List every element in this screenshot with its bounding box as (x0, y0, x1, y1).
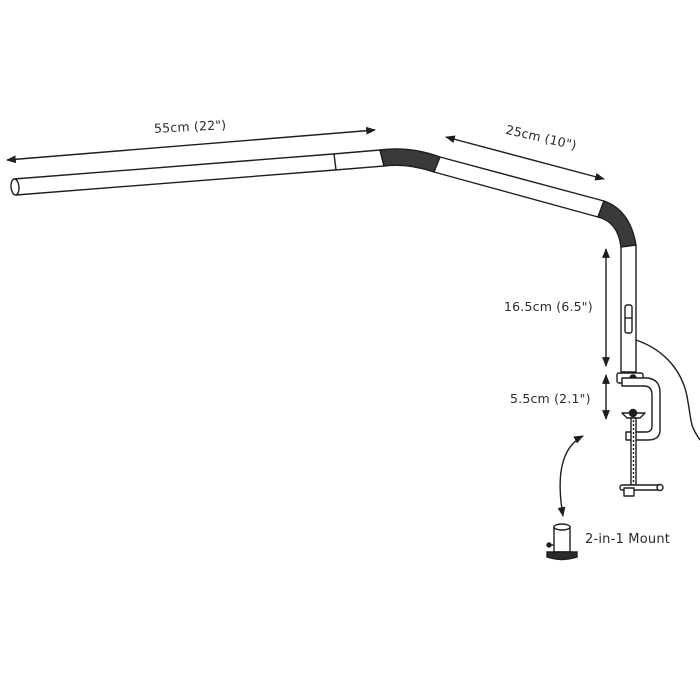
mount-screw-head (546, 542, 552, 548)
upper-pole-label: 16.5cm (6.5") (504, 299, 593, 314)
forearm-length-arrow (445, 135, 605, 181)
arm-end-cap (10, 178, 20, 196)
mount-column (553, 526, 571, 553)
diagonal-arm (433, 156, 605, 218)
forearm-length-label: 25cm (10") (504, 122, 578, 153)
power-cord (635, 339, 700, 441)
grommet-mount (546, 523, 578, 561)
lower-pole-label: 5.5cm (2.1") (510, 391, 591, 406)
arm-length-label: 55cm (22") (154, 117, 227, 136)
t-handle-base (623, 487, 635, 497)
long-arm (13, 149, 385, 196)
mount-swap-arrow (557, 435, 584, 517)
dimension-arrows (6, 126, 610, 517)
c-clamp (621, 377, 661, 441)
lower-hinge (597, 200, 637, 248)
lamp-body (10, 148, 700, 497)
t-handle-knob (656, 483, 664, 492)
arm-length-arrow (6, 126, 376, 164)
pole-switch (624, 304, 633, 334)
mount-column-top (553, 523, 571, 531)
mount-base (546, 551, 578, 561)
mount-label: 2-in-1 Mount (585, 532, 670, 547)
upper-hinge (379, 148, 441, 173)
clamp-pad-screw (628, 408, 638, 418)
